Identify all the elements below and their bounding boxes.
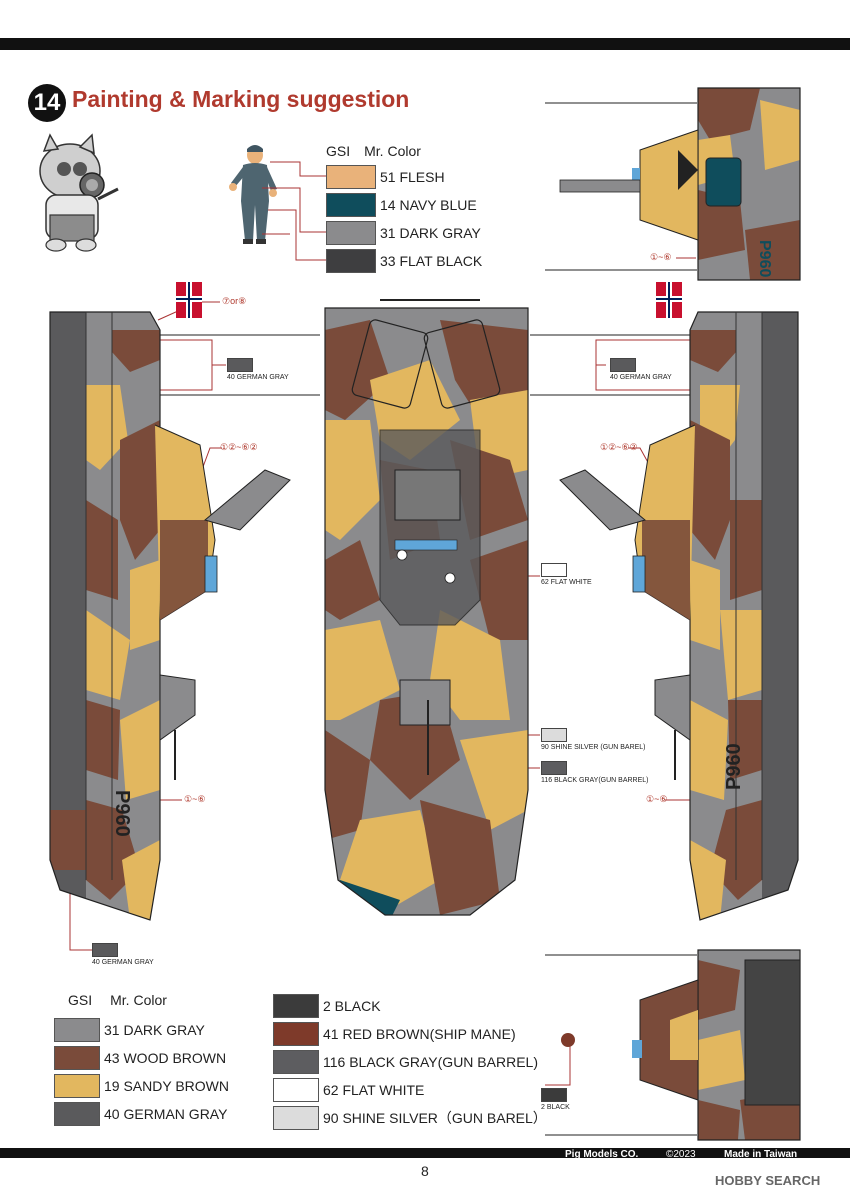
legend-swatch	[273, 1022, 319, 1046]
legend-mr-header: Mr. Color	[110, 992, 167, 1008]
callout-flat-white: 62 FLAT WHITE	[541, 563, 592, 586]
legend-label: 41 RED BROWN(SHIP MANE)	[323, 1026, 516, 1042]
step-number-badge: 14	[28, 84, 66, 122]
figure-paint-table: GSI Mr. Color 51 FLESH 14 NAVY BLUE 31 DA…	[326, 143, 482, 275]
bottom-rule	[0, 1148, 850, 1158]
legend-row: 62 FLAT WHITE	[273, 1076, 547, 1104]
legend-row: 41 RED BROWN(SHIP MANE)	[273, 1020, 547, 1048]
legend-label: 19 SANDY BROWN	[104, 1078, 229, 1094]
legend-row: 2 BLACK	[273, 992, 547, 1020]
page-number: 8	[421, 1163, 429, 1179]
legend-row: 116 BLACK GRAY(GUN BARREL)	[273, 1048, 547, 1076]
legend-label: 116 BLACK GRAY(GUN BARREL)	[323, 1054, 538, 1070]
legend-swatch	[273, 1106, 319, 1130]
legend-swatch	[54, 1102, 100, 1126]
legend-swatch	[54, 1018, 100, 1042]
callout-german-gray-bottom: 40 GERMAN GRAY	[92, 943, 154, 966]
legend-gsi-header: GSI	[68, 992, 93, 1008]
legend-row: 90 SHINE SILVER（GUN BAREL）	[273, 1104, 547, 1132]
hull-number-rear: P960	[756, 240, 773, 277]
legend-swatch	[273, 1050, 319, 1074]
footer-brand: Pig Models CO.	[565, 1149, 639, 1160]
legend-row: 31 DARK GRAY	[54, 1016, 229, 1044]
legend-row: 43 WOOD BROWN	[54, 1044, 229, 1072]
paint-swatch	[326, 165, 376, 189]
paint-swatch	[326, 249, 376, 273]
legend-label: 62 FLAT WHITE	[323, 1082, 425, 1098]
legend-label: 2 BLACK	[323, 998, 381, 1014]
paint-row: 14 NAVY BLUE	[326, 191, 482, 219]
decal-ref-bridge-right: ①②~⑥②	[600, 442, 638, 452]
decal-ref-flag: ⑦or⑧	[222, 296, 247, 306]
color-legend-right: 2 BLACK 41 RED BROWN(SHIP MANE) 116 BLAC…	[273, 992, 547, 1132]
paint-swatch	[326, 193, 376, 217]
callout-shine-silver: 90 SHINE SILVER (GUN BAREL)	[541, 728, 646, 751]
norway-flag-left	[176, 282, 202, 318]
paint-swatch	[326, 221, 376, 245]
paint-label: 31 DARK GRAY	[380, 225, 481, 241]
decal-ref-hull-left: ①~⑥	[184, 794, 206, 804]
footer-made-in: Made in Taiwan	[724, 1149, 798, 1160]
legend-swatch	[54, 1046, 100, 1070]
legend-swatch	[54, 1074, 100, 1098]
paint-row: 33 FLAT BLACK	[326, 247, 482, 275]
legend-swatch	[273, 994, 319, 1018]
callout-german-gray-left: 40 GERMAN GRAY	[227, 358, 289, 381]
mascot-illustration	[22, 133, 122, 260]
paint-row: 31 DARK GRAY	[326, 219, 482, 247]
legend-label: 43 WOOD BROWN	[104, 1050, 227, 1066]
callout-black: 2 BLACK	[541, 1088, 570, 1111]
figure-table-mr-header: Mr. Color	[364, 143, 421, 159]
norway-flag-right	[656, 282, 682, 318]
legend-swatch	[273, 1078, 319, 1102]
hull-number-right: P960	[723, 743, 745, 790]
top-rule	[0, 38, 850, 50]
crew-figure	[225, 143, 285, 250]
callout-german-gray-right: 40 GERMAN GRAY	[610, 358, 672, 381]
hull-number-left: P960	[111, 790, 133, 837]
callout-black-gray: 116 BLACK GRAY(GUN BARREL)	[541, 761, 649, 784]
legend-label: 40 GERMAN GRAY	[104, 1106, 228, 1122]
paint-row: 51 FLESH	[326, 163, 482, 191]
paint-label: 33 FLAT BLACK	[380, 253, 483, 269]
legend-label: 31 DARK GRAY	[104, 1022, 205, 1038]
decal-ref-bridge-left: ①②~⑥②	[220, 442, 258, 452]
figure-table-gsi-header: GSI	[326, 143, 351, 159]
decal-ref-hull-right: ①~⑥	[646, 794, 668, 804]
legend-row: 19 SANDY BROWN	[54, 1072, 229, 1100]
legend-row: 40 GERMAN GRAY	[54, 1100, 229, 1128]
footer-copyright: ©2023	[666, 1149, 696, 1160]
decal-ref-rear: ①~⑥	[650, 252, 672, 262]
paint-label: 14 NAVY BLUE	[380, 197, 477, 213]
page-title: Painting & Marking suggestion	[72, 86, 410, 112]
paint-label: 51 FLESH	[380, 169, 445, 185]
legend-label: 90 SHINE SILVER（GUN BAREL）	[323, 1110, 547, 1126]
watermark: HOBBY SEARCH	[715, 1173, 821, 1188]
